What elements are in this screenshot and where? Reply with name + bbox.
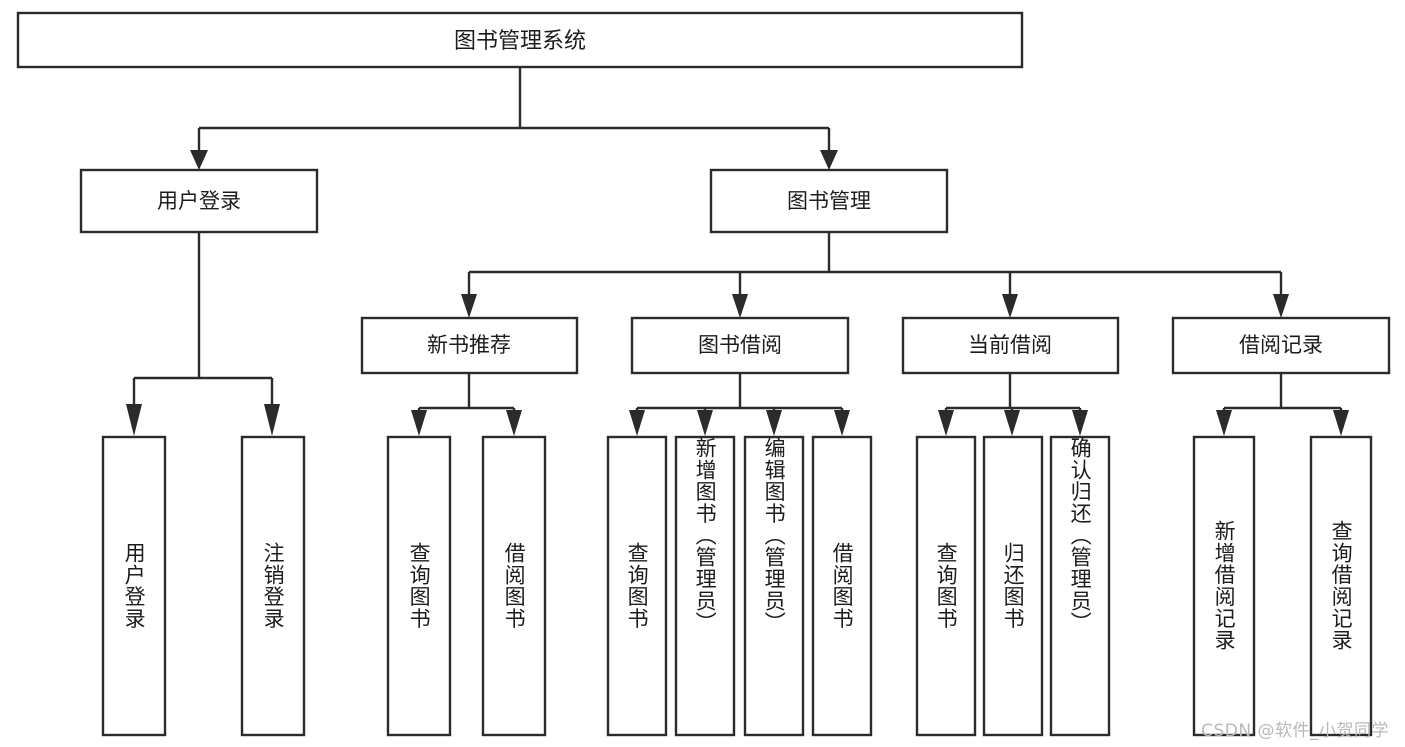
node-book-borrow-label: 图书借阅 — [698, 333, 782, 357]
leaf-box-cb-query-book[interactable] — [915, 435, 977, 737]
arrow-head-cb-confirm — [1072, 410, 1088, 436]
arrow-head-leaf-logout — [264, 404, 280, 436]
node-borrow-record-label: 借阅记录 — [1239, 333, 1323, 357]
arrow-head-book-borrow — [732, 294, 748, 318]
arrow-head-nb-query — [411, 410, 427, 436]
connector-group-user-login — [126, 232, 280, 436]
arrow-head-bb-query — [629, 410, 645, 436]
leaf-box-br-query-record[interactable] — [1309, 435, 1373, 737]
arrow-head-book-manage — [820, 150, 838, 170]
node-book-manage-box[interactable] — [709, 168, 949, 234]
arrow-head-br-query — [1333, 410, 1349, 436]
leaf-box-logout[interactable] — [240, 435, 306, 737]
connector-group-new-book — [411, 373, 522, 436]
leaf-box-user-login[interactable] — [101, 435, 167, 737]
node-user-login-label: 用户登录 — [157, 189, 241, 213]
arrow-head-bb-edit — [766, 410, 782, 436]
leaf-box-bb-edit-book[interactable] — [743, 435, 805, 737]
leaf-box-bb-borrow-book[interactable] — [811, 435, 873, 737]
connector-group-book-borrow — [629, 373, 850, 436]
node-borrow-record-box[interactable] — [1171, 316, 1391, 375]
arrow-head-borrow-record — [1273, 294, 1289, 318]
node-new-book-box[interactable] — [360, 316, 579, 375]
leaf-box-br-add-record[interactable] — [1192, 435, 1256, 737]
arrow-head-bb-borrow — [834, 410, 850, 436]
connector-group-current-borrow — [938, 373, 1088, 436]
arrow-head-current-borrow — [1002, 294, 1018, 318]
arrow-head-cb-query — [938, 410, 954, 436]
arrow-head-cb-return — [1004, 410, 1020, 436]
leaf-box-nb-query-book[interactable] — [386, 435, 452, 737]
node-book-manage-label: 图书管理 — [787, 189, 871, 213]
arrow-head-user-login — [190, 150, 208, 170]
node-current-borrow-box[interactable] — [901, 316, 1120, 375]
leaf-box-nb-borrow-book[interactable] — [481, 435, 547, 737]
arrow-head-br-add — [1216, 410, 1232, 436]
node-user-login-box[interactable] — [79, 168, 319, 234]
node-current-borrow-label: 当前借阅 — [968, 333, 1052, 357]
node-root-label: 图书管理系统 — [454, 29, 586, 54]
node-book-borrow-box[interactable] — [630, 316, 850, 375]
connector-group-book-manage — [461, 232, 1289, 318]
leaf-box-bb-add-book[interactable] — [674, 435, 736, 737]
leaf-box-cb-return-book[interactable] — [982, 435, 1044, 737]
arrow-head-nb-borrow — [506, 410, 522, 436]
arrow-head-leaf-user-login — [126, 404, 142, 436]
arrow-head-bb-add — [697, 410, 713, 436]
leaf-box-cb-confirm-return[interactable] — [1049, 435, 1111, 737]
arrow-head-new-book — [461, 294, 477, 318]
leaf-box-bb-query-book[interactable] — [606, 435, 668, 737]
connector-group-root — [190, 67, 838, 170]
node-root-box[interactable] — [16, 11, 1024, 69]
node-new-book-label: 新书推荐 — [427, 333, 511, 357]
connector-group-borrow-record — [1216, 373, 1349, 436]
csdn-watermark: CSDN @软件_小贺同学 — [1201, 721, 1389, 741]
